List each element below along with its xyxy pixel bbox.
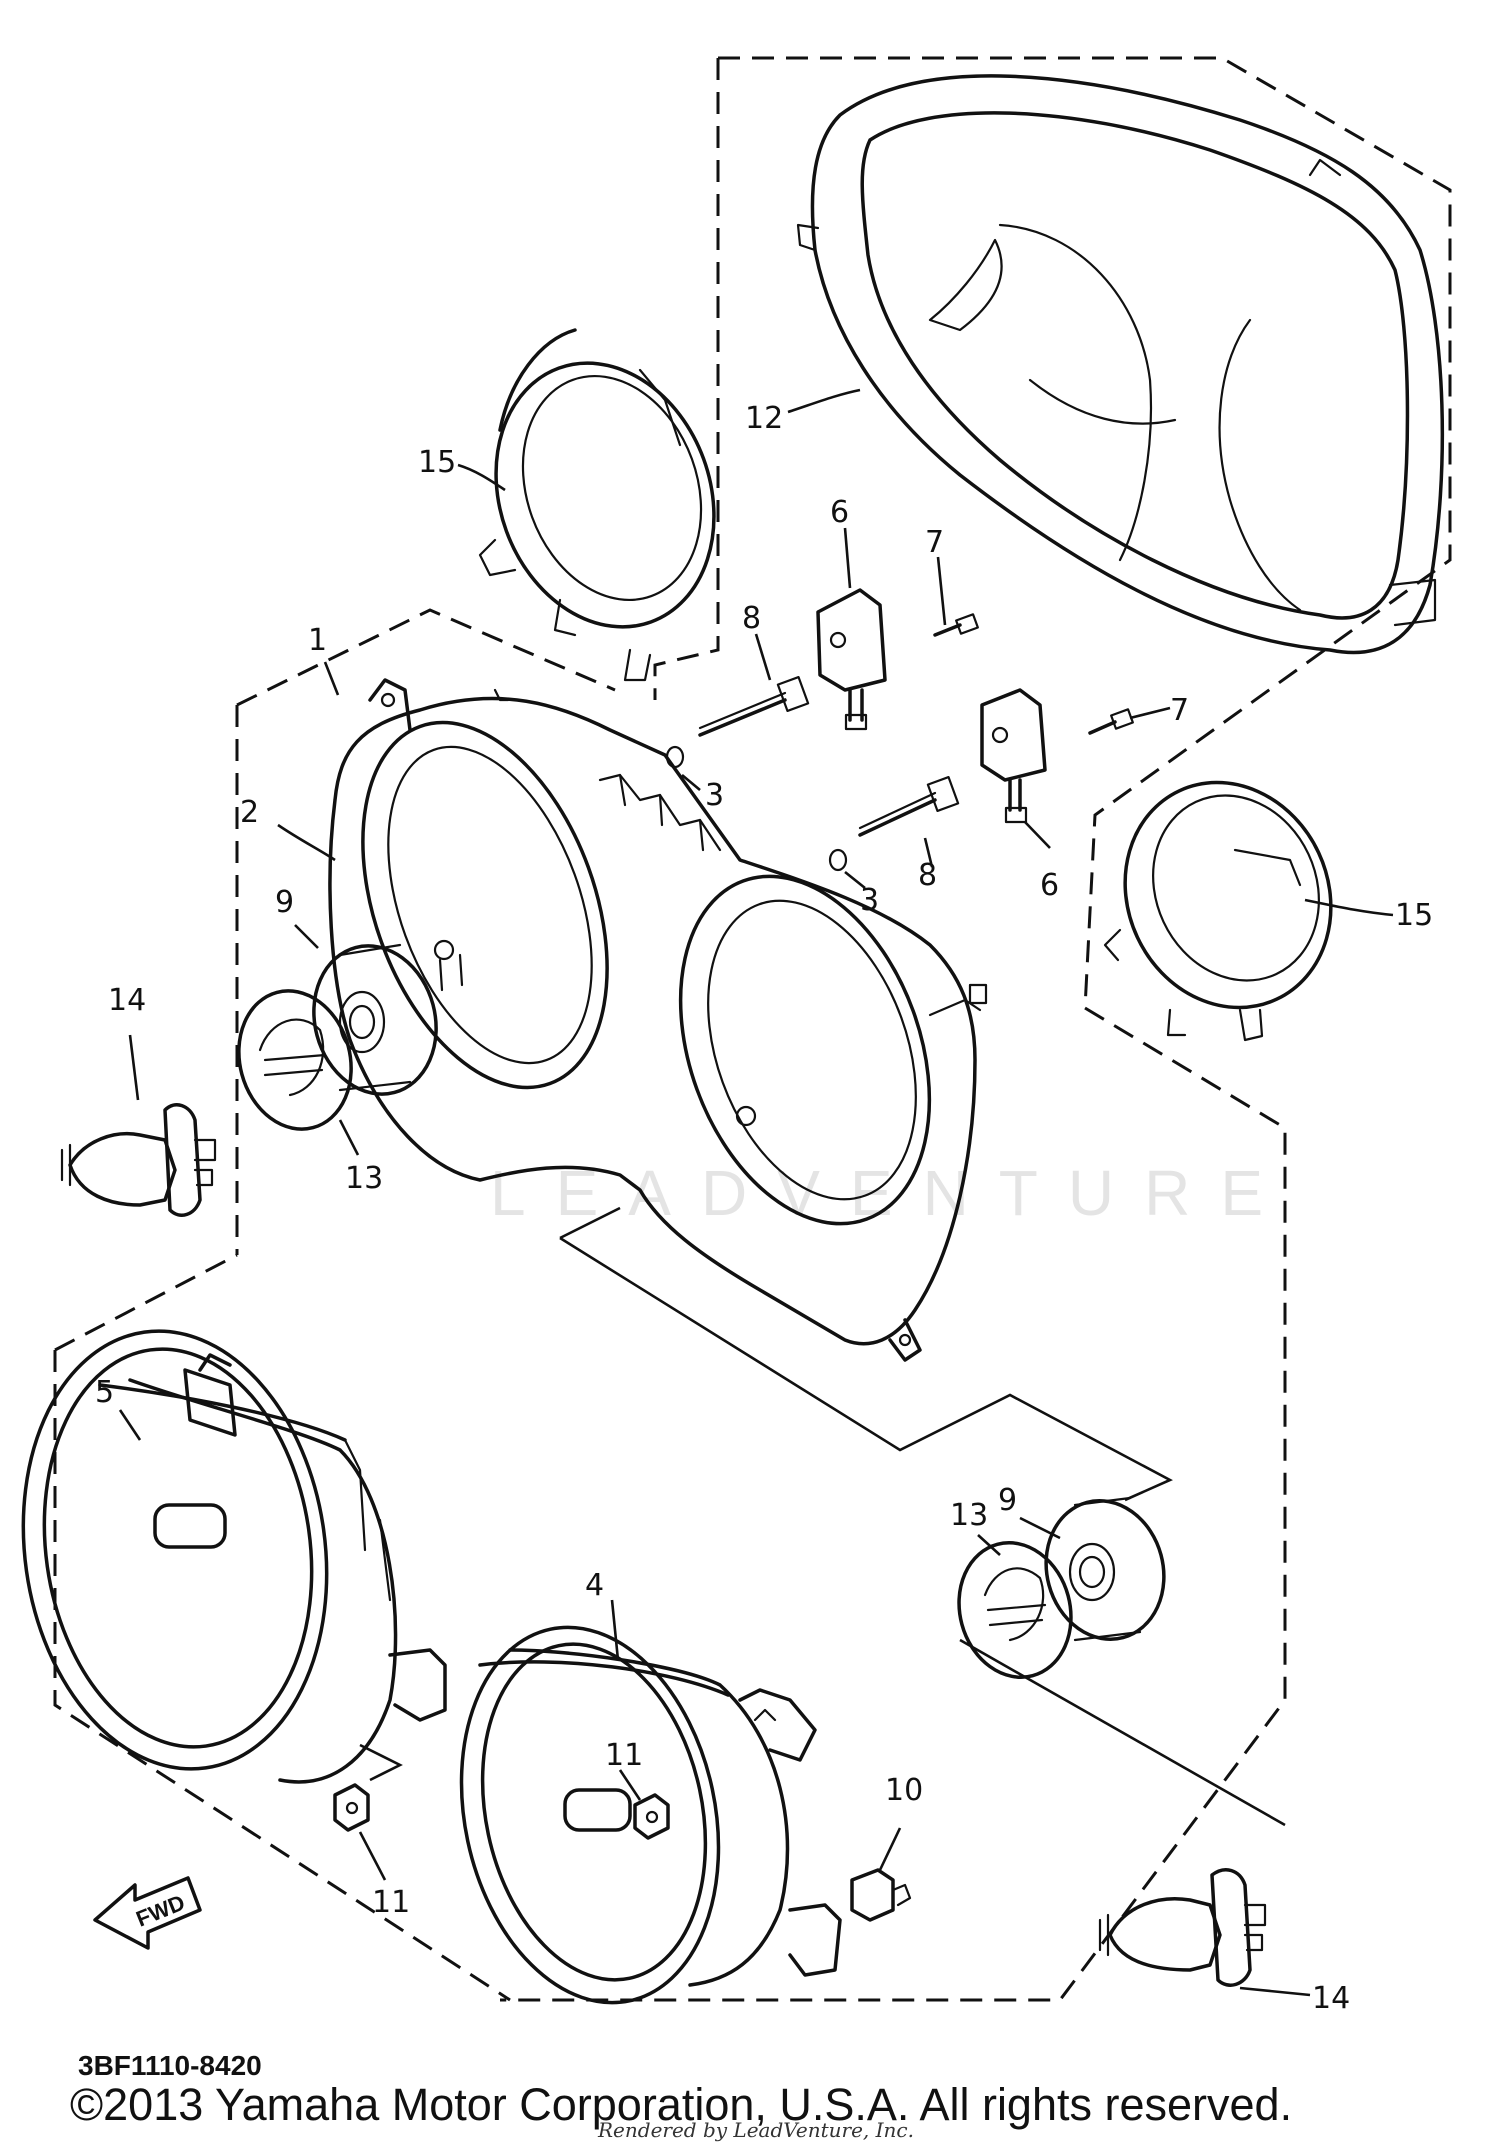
rendered-by-credit: Rendered by LeadVenture, Inc. xyxy=(597,2118,914,2142)
guide-lines xyxy=(359,1206,1286,1827)
callout-15-right: 15 xyxy=(1395,898,1433,933)
callout-4: 4 xyxy=(585,1568,604,1603)
screw-part-11-left xyxy=(333,1783,370,1832)
callout-numbers: 1 2 3 3 4 5 6 6 7 7 8 8 9 9 10 11 11 12 … xyxy=(95,401,1433,2016)
callout-14-left: 14 xyxy=(108,983,146,1018)
headlight-unit-part-4 xyxy=(459,1625,842,2005)
callout-7-lower: 7 xyxy=(1170,693,1189,728)
callout-6-upper: 6 xyxy=(830,495,849,530)
diagram-code: 3BF1110-8420 xyxy=(78,2050,262,2081)
callout-2: 2 xyxy=(240,795,259,830)
bulb-cover-part-15-right xyxy=(1103,780,1333,1042)
callout-8-upper: 8 xyxy=(742,601,761,636)
callout-3-lower: 3 xyxy=(860,883,879,918)
watermark-text: LEADVENTURE xyxy=(490,1157,1293,1229)
copyright-notice: ©2013 Yamaha Motor Corporation, U.S.A. A… xyxy=(70,2079,1292,2130)
callout-1: 1 xyxy=(308,623,327,658)
callout-13-right: 13 xyxy=(950,1498,988,1533)
callout-10: 10 xyxy=(885,1773,923,1808)
callout-13-left: 13 xyxy=(345,1161,383,1196)
callout-15-upper: 15 xyxy=(418,445,456,480)
mounting-hardware xyxy=(665,588,1134,872)
assembly-boundary-lines xyxy=(53,56,1452,2002)
headlight-housing-part-2 xyxy=(328,678,988,1362)
callout-8-lower: 8 xyxy=(918,858,937,893)
headlight-unit-part-5 xyxy=(21,1329,447,1784)
screw-part-11-right xyxy=(633,1793,670,1840)
callout-9-right: 9 xyxy=(998,1483,1017,1518)
callout-leaders xyxy=(118,388,1394,1997)
callout-12: 12 xyxy=(745,401,783,436)
bulb-cover-part-15-upper xyxy=(478,328,716,682)
callout-5: 5 xyxy=(95,1375,114,1410)
bulb-part-10 xyxy=(850,1868,912,1922)
callout-11-right: 11 xyxy=(605,1738,643,1773)
bulb-socket-left xyxy=(60,943,438,1217)
callout-3-upper: 3 xyxy=(705,778,724,813)
callout-6-lower: 6 xyxy=(1040,868,1059,903)
callout-7-upper: 7 xyxy=(925,525,944,560)
callout-11-left: 11 xyxy=(372,1885,410,1920)
callout-9-left: 9 xyxy=(275,885,294,920)
callout-14-right: 14 xyxy=(1312,1981,1350,2016)
bulb-socket-right xyxy=(957,1496,1267,1987)
cowling-part-12 xyxy=(796,74,1445,655)
fwd-arrow-icon: FWD xyxy=(93,1876,202,1950)
